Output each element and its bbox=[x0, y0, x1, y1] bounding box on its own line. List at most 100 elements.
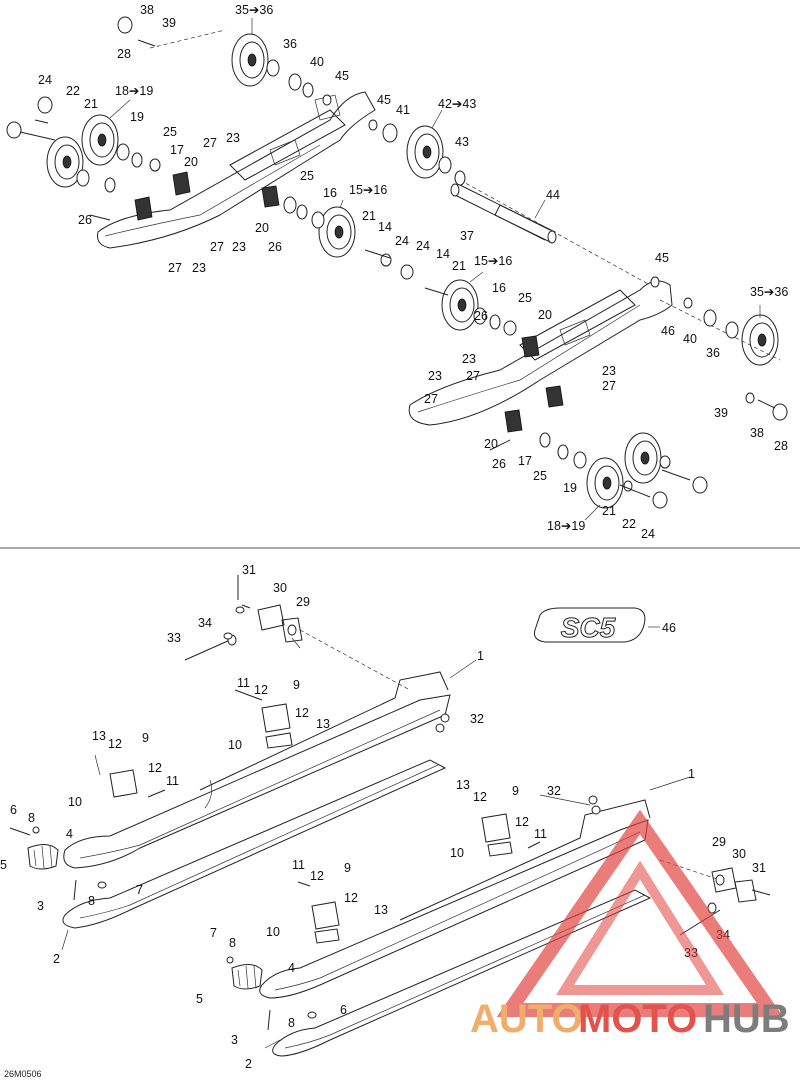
callout-6: 6 bbox=[10, 803, 17, 817]
callout-37: 37 bbox=[460, 229, 474, 243]
callout-13d: 13 bbox=[374, 903, 388, 917]
callout-35-36b: 35➔36 bbox=[750, 285, 788, 299]
callout-12b: 12 bbox=[295, 706, 309, 720]
callout-26d: 26 bbox=[492, 457, 506, 471]
callout-2b: 2 bbox=[245, 1057, 252, 1071]
callout-3: 3 bbox=[37, 899, 44, 913]
callout-34: 34 bbox=[198, 616, 212, 630]
callout-15-16b: 15➔16 bbox=[474, 254, 512, 268]
callout-32: 32 bbox=[470, 712, 484, 726]
callout-43: 43 bbox=[455, 135, 469, 149]
watermark-triangle bbox=[496, 809, 784, 1017]
callout-36b: 36 bbox=[706, 346, 720, 360]
callout-4: 4 bbox=[66, 827, 73, 841]
callout-9b: 9 bbox=[142, 731, 149, 745]
callout-27d: 27 bbox=[466, 369, 480, 383]
callout-13c: 13 bbox=[456, 778, 470, 792]
callout-31: 31 bbox=[242, 563, 256, 577]
callout-1: 1 bbox=[477, 649, 484, 663]
upper-suspension-assembly: 38 39 28 35➔36 36 40 45 24 22 21 18➔19 1… bbox=[6, 3, 788, 541]
callout-20d: 20 bbox=[484, 437, 498, 451]
callout-45: 45 bbox=[335, 69, 349, 83]
watermark-moto: MOTO bbox=[578, 997, 697, 1041]
left-suspension-arm bbox=[97, 91, 376, 249]
callout-25d: 25 bbox=[533, 469, 547, 483]
callout-8d: 8 bbox=[288, 1016, 295, 1030]
callout-24: 24 bbox=[38, 73, 52, 87]
small-rings bbox=[6, 16, 788, 509]
callout-9c: 9 bbox=[512, 784, 519, 798]
shaft-37-44 bbox=[450, 183, 557, 244]
callout-45b: 45 bbox=[377, 93, 391, 107]
callout-46b: 46 bbox=[662, 621, 676, 635]
callout-44: 44 bbox=[546, 188, 560, 202]
callout-15-16: 15➔16 bbox=[349, 183, 387, 197]
callout-22: 22 bbox=[66, 84, 80, 98]
callout-12c: 12 bbox=[108, 737, 122, 751]
callout-28b: 28 bbox=[774, 439, 788, 453]
callout-12f: 12 bbox=[515, 815, 529, 829]
watermark-auto: AUTO bbox=[470, 997, 583, 1041]
callout-10c: 10 bbox=[450, 846, 464, 860]
callout-26c: 26 bbox=[474, 309, 488, 323]
callout-6b: 6 bbox=[340, 1003, 347, 1017]
callout-41: 41 bbox=[396, 103, 410, 117]
callout-2: 2 bbox=[53, 952, 60, 966]
callout-30: 30 bbox=[273, 581, 287, 595]
callout-22b: 22 bbox=[622, 517, 636, 531]
callout-27: 27 bbox=[203, 136, 217, 150]
callout-13: 13 bbox=[316, 717, 330, 731]
idler-wheel-15-16-mid bbox=[318, 206, 356, 258]
callout-14: 14 bbox=[378, 220, 392, 234]
watermark-hub: HUB bbox=[703, 997, 790, 1041]
callout-45c: 45 bbox=[655, 251, 669, 265]
leader-lines bbox=[109, 18, 761, 521]
callout-38b: 38 bbox=[750, 426, 764, 440]
callout-40b: 40 bbox=[683, 332, 697, 346]
right-suspension-arm bbox=[408, 280, 673, 426]
callout-10b: 10 bbox=[68, 795, 82, 809]
callout-29b: 29 bbox=[712, 835, 726, 849]
sc5-logo-text: SC5 bbox=[561, 612, 616, 643]
figure-code: 26M0506 bbox=[4, 1069, 42, 1079]
callout-23c: 23 bbox=[192, 261, 206, 275]
callout-19b: 19 bbox=[563, 481, 577, 495]
callout-26b: 26 bbox=[268, 240, 282, 254]
rail-end-caps bbox=[27, 844, 263, 990]
upper-callout-labels: 38 39 28 35➔36 36 40 45 24 22 21 18➔19 1… bbox=[38, 3, 788, 541]
bolts bbox=[19, 39, 776, 498]
lower-bolts bbox=[9, 575, 771, 1031]
callout-20c: 20 bbox=[538, 308, 552, 322]
axle-brackets bbox=[134, 171, 564, 433]
callout-12d: 12 bbox=[148, 761, 162, 775]
callout-23b: 23 bbox=[232, 240, 246, 254]
callout-17: 17 bbox=[170, 143, 184, 157]
callout-26: 26 bbox=[78, 213, 92, 227]
callout-39: 39 bbox=[162, 16, 176, 30]
callout-33: 33 bbox=[167, 631, 181, 645]
callout-46: 46 bbox=[661, 324, 675, 338]
callout-23d: 23 bbox=[462, 352, 476, 366]
callout-25b: 25 bbox=[300, 169, 314, 183]
idler-wheel-42-43 bbox=[406, 125, 444, 179]
callout-21c: 21 bbox=[452, 259, 466, 273]
callout-27b: 27 bbox=[210, 240, 224, 254]
callout-12: 12 bbox=[254, 683, 268, 697]
callout-29: 29 bbox=[296, 595, 310, 609]
callout-40: 40 bbox=[310, 55, 324, 69]
slide-blocks bbox=[109, 703, 513, 944]
callout-11d: 11 bbox=[292, 858, 305, 872]
callout-25: 25 bbox=[163, 125, 177, 139]
callout-19: 19 bbox=[130, 110, 144, 124]
callout-5b: 5 bbox=[196, 992, 203, 1006]
callout-3b: 3 bbox=[231, 1033, 238, 1047]
washers bbox=[32, 606, 601, 1019]
callout-14b: 14 bbox=[436, 247, 450, 261]
callout-11: 11 bbox=[237, 676, 250, 690]
callout-24b: 24 bbox=[395, 234, 409, 248]
crossshaft-bracket-right bbox=[679, 867, 757, 936]
callout-30b: 30 bbox=[732, 847, 746, 861]
callout-17b: 17 bbox=[518, 454, 532, 468]
callout-12g: 12 bbox=[310, 869, 324, 883]
